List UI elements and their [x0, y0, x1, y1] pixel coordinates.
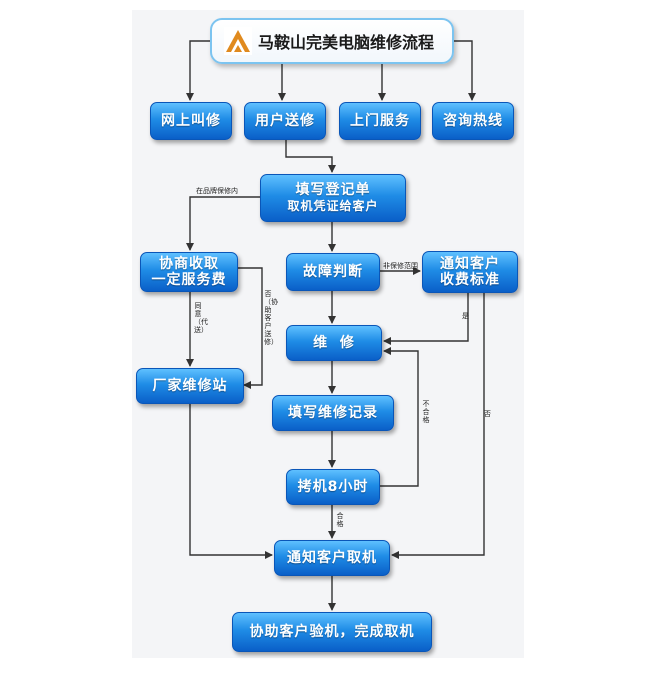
page-title: 马鞍山完美电脑维修流程 — [258, 33, 435, 52]
node-label-line1: 填写登记单 — [295, 182, 371, 198]
node-burnin: 拷机8小时 — [286, 469, 380, 505]
node-register-form: 填写登记单 取机凭证给客户 — [260, 174, 406, 222]
node-label-line1: 协商收取 — [159, 256, 219, 272]
node-label: 咨询热线 — [443, 113, 503, 129]
node-label-line2: 收费标准 — [440, 272, 500, 288]
node-onsite-service: 上门服务 — [339, 102, 421, 140]
node-label-line2: 取机凭证给客户 — [287, 199, 379, 213]
label-out-of-scope: 非保修范围 — [383, 262, 418, 270]
node-label: 维 修 — [313, 335, 355, 351]
node-repair: 维 修 — [286, 325, 382, 361]
node-finish: 协助客户验机，完成取机 — [232, 612, 432, 652]
label-disagree: 否（协助客户送修） — [264, 290, 278, 346]
node-repair-record: 填写维修记录 — [272, 395, 394, 431]
node-label: 用户送修 — [255, 113, 315, 129]
arrow-dropoff-register — [285, 139, 336, 173]
node-label-line2: 一定服务费 — [151, 272, 227, 288]
node-notify-fee: 通知客户 收费标准 — [422, 251, 518, 293]
arrow-notifyfee-pickup — [391, 293, 485, 559]
node-label: 填写维修记录 — [288, 405, 378, 421]
label-pass: 合格 — [336, 512, 344, 528]
node-negotiate-fee: 协商收取 一定服务费 — [140, 252, 238, 292]
label-in-warranty: 在品牌保修内 — [196, 187, 238, 195]
node-label: 故障判断 — [303, 264, 363, 280]
node-notify-pickup: 通知客户取机 — [274, 540, 390, 576]
arrow-title-hotline — [454, 40, 476, 101]
arrow-negotiate-factory-alt — [238, 267, 263, 389]
company-logo-icon — [224, 27, 252, 55]
node-label: 上门服务 — [350, 113, 410, 129]
arrow-factory-pickup — [189, 404, 273, 559]
node-label: 网上叫修 — [161, 113, 221, 129]
node-hotline: 咨询热线 — [432, 102, 514, 140]
title-box: 马鞍山完美电脑维修流程 — [210, 18, 454, 64]
node-online-repair: 网上叫修 — [150, 102, 232, 140]
node-label-line1: 通知客户 — [440, 256, 500, 272]
label-no: 否 — [484, 410, 491, 418]
arrow-burnin-repair — [380, 347, 419, 487]
node-label: 通知客户取机 — [287, 550, 377, 566]
node-label: 厂家维修站 — [152, 378, 228, 394]
label-agree: 同意（代送） — [194, 302, 208, 334]
label-fail: 不合格 — [422, 400, 430, 424]
node-label: 拷机8小时 — [297, 479, 369, 495]
node-diagnose: 故障判断 — [286, 253, 380, 291]
arrow-title-online — [186, 40, 210, 101]
arrow-notifyfee-repair — [383, 293, 469, 345]
arrow-register-negotiate — [186, 196, 262, 251]
node-label: 协助客户验机，完成取机 — [249, 624, 415, 640]
node-dropoff: 用户送修 — [244, 102, 326, 140]
label-yes: 是 — [462, 312, 469, 320]
node-factory-service: 厂家维修站 — [136, 368, 244, 404]
